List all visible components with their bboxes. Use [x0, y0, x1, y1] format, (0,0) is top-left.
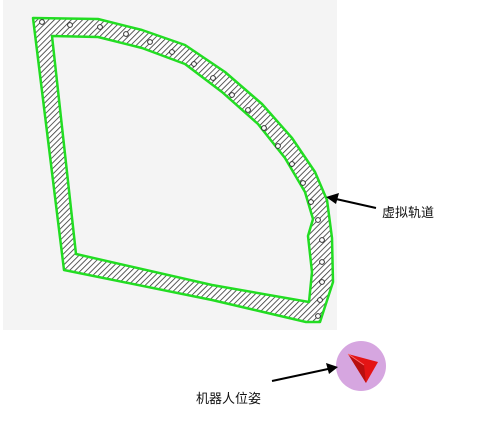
track-marker: [123, 31, 129, 37]
track-marker: [319, 237, 325, 243]
track-markers: [39, 19, 325, 319]
track-marker: [300, 180, 306, 186]
track-marker: [97, 24, 103, 30]
track-marker: [289, 161, 295, 167]
track-marker: [315, 217, 321, 223]
track-marker: [169, 49, 175, 55]
track-marker: [67, 22, 73, 28]
track-band: [31, 16, 335, 324]
track-marker: [317, 297, 323, 303]
track-marker: [315, 313, 321, 319]
robot-pose-label: 机器人位姿: [196, 392, 262, 407]
track-pointer-arrow: [326, 193, 377, 209]
robot-pointer-arrow: [271, 363, 338, 382]
track-marker: [308, 199, 314, 205]
virtual-track: [31, 16, 335, 324]
robot-pose-icon: [336, 341, 386, 391]
track-marker: [191, 61, 197, 67]
track-marker: [319, 259, 325, 265]
track-marker: [147, 39, 153, 45]
track-marker: [275, 143, 281, 149]
track-marker: [229, 92, 235, 98]
track-marker: [245, 107, 251, 113]
track-marker: [210, 75, 216, 81]
track-marker: [261, 125, 267, 131]
track-marker: [319, 279, 325, 285]
track-marker: [39, 19, 45, 25]
virtual-track-label: 虚拟轨道: [382, 206, 435, 221]
